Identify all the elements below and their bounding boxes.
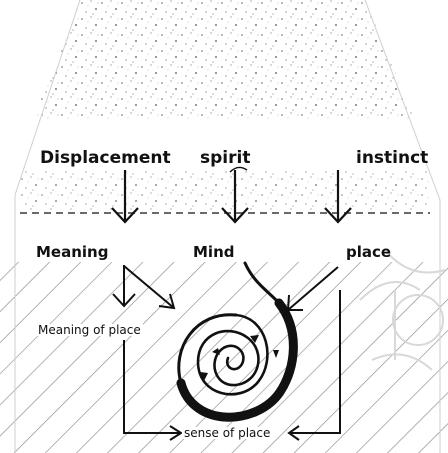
label-spirit: spirit: [200, 150, 250, 167]
label-sense-of-place: sense of place: [182, 427, 272, 439]
label-instinct: instinct: [356, 150, 428, 167]
speckled-top-area: [0, 0, 448, 120]
label-place: place: [346, 245, 391, 260]
label-mind: Mind: [193, 245, 234, 260]
label-meaning-of-place: Meaning of place: [36, 324, 143, 336]
speckled-band: [20, 170, 430, 210]
label-meaning: Meaning: [36, 245, 108, 260]
label-displacement: Displacement: [40, 150, 171, 167]
